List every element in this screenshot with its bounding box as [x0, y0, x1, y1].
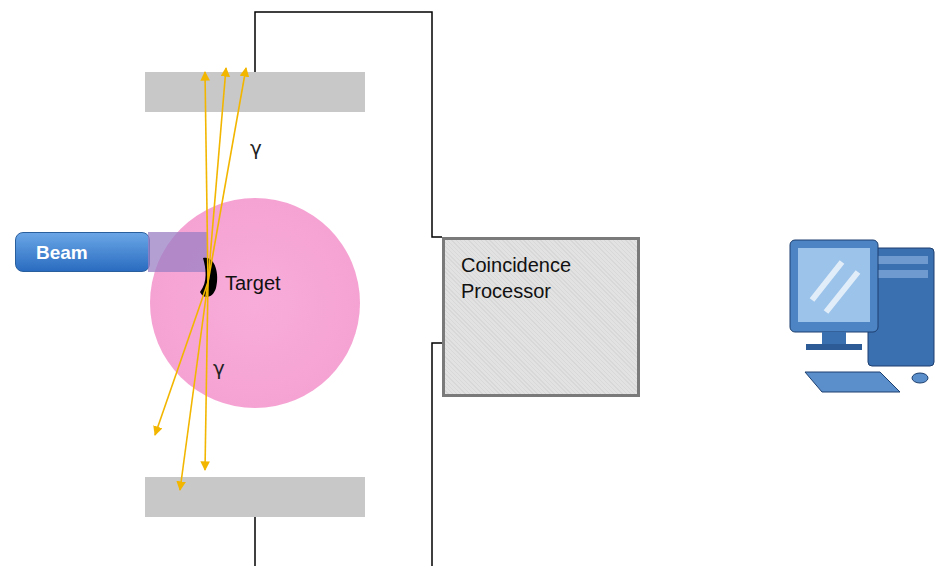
gamma-label: γ [250, 136, 262, 160]
beam-box: Beam [15, 232, 150, 272]
gamma-label: γ [213, 356, 225, 380]
top-detector [145, 72, 365, 112]
computer-icon [790, 240, 934, 392]
target-circle: Target [150, 198, 360, 408]
node-label: Coincidence Processor [445, 240, 621, 304]
bottom-detector [145, 477, 365, 517]
node-label: Target [225, 272, 281, 295]
node-label: Beam [36, 242, 88, 264]
coincidence-processor-box: Coincidence Processor [442, 237, 640, 397]
